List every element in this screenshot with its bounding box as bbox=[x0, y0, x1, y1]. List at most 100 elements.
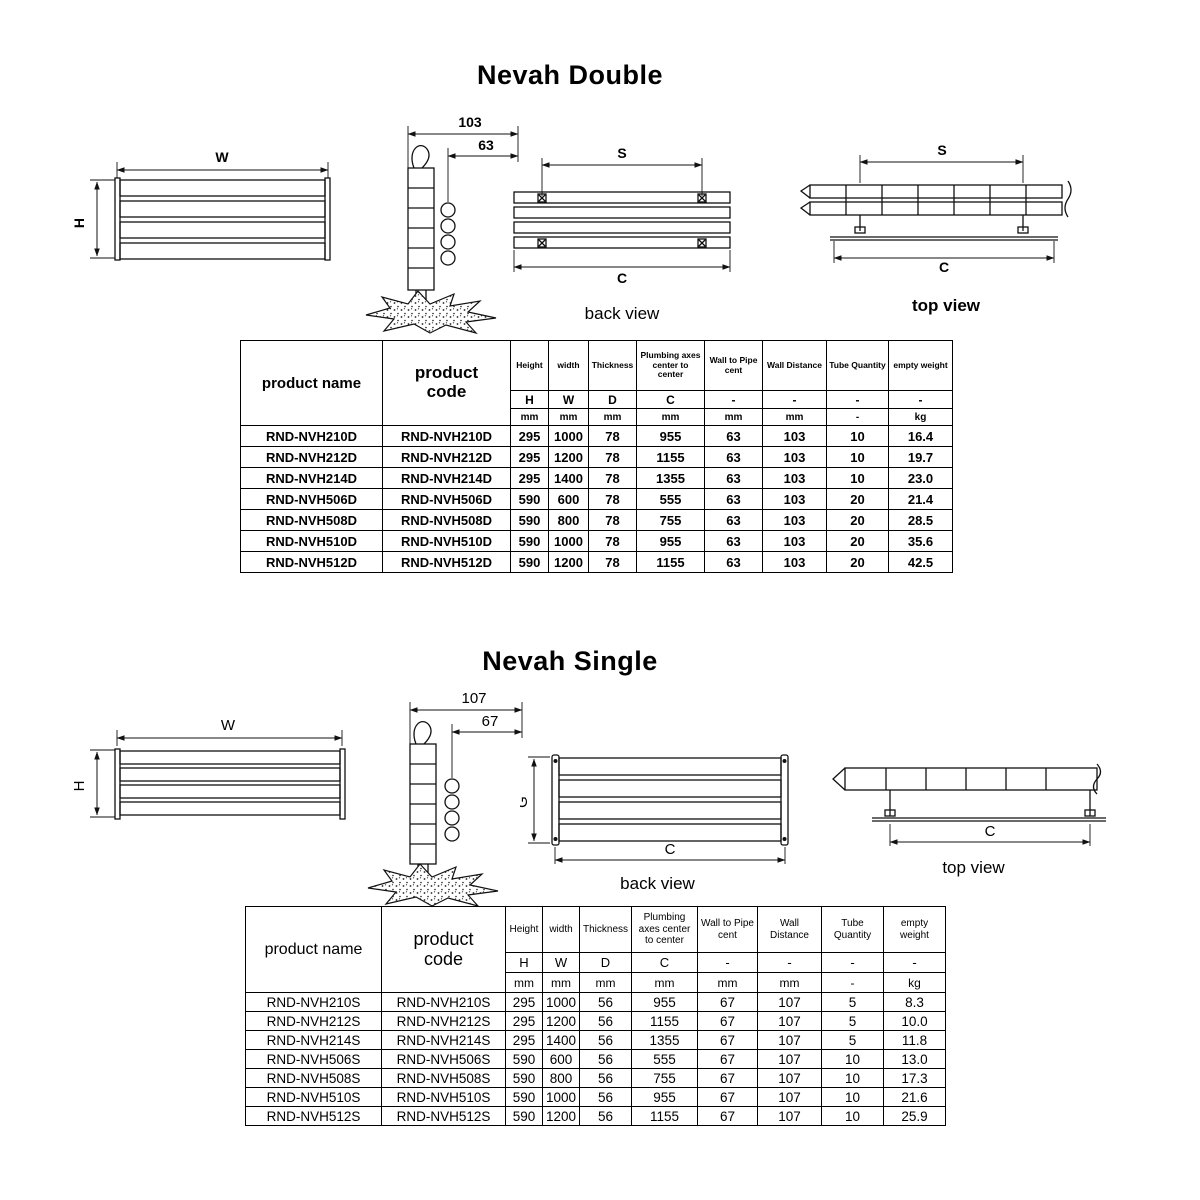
side-view-diagram-double: 103 63 bbox=[365, 114, 519, 335]
unit-cell: mm bbox=[762, 408, 827, 426]
table-cell: 28.5 bbox=[888, 509, 953, 531]
col-header-empty-weight: empty weight bbox=[888, 340, 953, 391]
s-dimension: S bbox=[541, 146, 703, 196]
table-cell: 20 bbox=[826, 488, 889, 510]
symbol-cell: H bbox=[510, 390, 549, 409]
symbol-cell: - bbox=[826, 390, 889, 409]
table-cell: 103 bbox=[762, 551, 827, 573]
w-dimension: W bbox=[116, 717, 343, 746]
symbol-cell: W bbox=[542, 952, 580, 973]
symbol-cell: W bbox=[548, 390, 589, 409]
table-cell: 103 bbox=[762, 425, 827, 447]
table-cell: 600 bbox=[542, 1049, 580, 1069]
front-view-diagram-single: W H bbox=[71, 717, 346, 820]
table-cell: 10.0 bbox=[883, 1011, 946, 1031]
table-cell: 56 bbox=[579, 1049, 632, 1069]
table-cell: RND-NVH212D bbox=[240, 446, 383, 468]
section-title-single: Nevah Single bbox=[482, 646, 658, 676]
table-cell: 67 bbox=[697, 992, 758, 1012]
table-cell: 11.8 bbox=[883, 1030, 946, 1050]
radiator-top-view bbox=[832, 763, 1102, 795]
top-view-caption-double: top view bbox=[911, 296, 980, 315]
c-label: C bbox=[617, 270, 627, 286]
table-cell: 295 bbox=[510, 425, 549, 447]
table-cell: 295 bbox=[505, 1011, 543, 1031]
col-header-plumbing: Plumbing axes center to center bbox=[631, 906, 698, 953]
s-dimension: S bbox=[859, 145, 1024, 183]
table-cell: 5 bbox=[821, 1030, 884, 1050]
wall-distance-label: 103 bbox=[458, 114, 482, 130]
table-cell: 107 bbox=[757, 1011, 822, 1031]
table-cell: 107 bbox=[757, 1087, 822, 1107]
table-cell: 955 bbox=[631, 992, 698, 1012]
table-cell: RND-NVH210S bbox=[381, 992, 506, 1012]
unit-row: mm mm mm mm mm mm - kg bbox=[241, 408, 953, 426]
back-view-caption-single: back view bbox=[620, 874, 695, 893]
table-cell: 1200 bbox=[542, 1106, 580, 1126]
table-cell: 19.7 bbox=[888, 446, 953, 468]
table-cell: 78 bbox=[588, 551, 637, 573]
table-cell: 590 bbox=[505, 1068, 543, 1088]
table-cell: 590 bbox=[505, 1087, 543, 1107]
table-cell: RND-NVH210S bbox=[245, 992, 382, 1012]
table-cell: RND-NVH212S bbox=[245, 1011, 382, 1031]
wall-distance-dimension: 103 bbox=[407, 114, 519, 168]
table-cell: 1155 bbox=[636, 446, 705, 468]
col-header-tube-quantity: Tube Quantity bbox=[821, 906, 884, 953]
symbol-cell: - bbox=[757, 952, 822, 973]
table-cell: 955 bbox=[636, 530, 705, 552]
unit-cell: mm bbox=[510, 408, 549, 426]
table-cell: 1400 bbox=[542, 1030, 580, 1050]
table-cell: 1155 bbox=[631, 1011, 698, 1031]
c-label: C bbox=[939, 259, 949, 273]
table-cell: 1155 bbox=[631, 1106, 698, 1126]
table-cell: RND-NVH214S bbox=[245, 1030, 382, 1050]
table-cell: 295 bbox=[510, 446, 549, 468]
unit-cell: mm bbox=[636, 408, 705, 426]
symbol-cell: D bbox=[579, 952, 632, 973]
table-cell: 1355 bbox=[636, 467, 705, 489]
table-cell: 56 bbox=[579, 1068, 632, 1088]
table-cell: 107 bbox=[757, 1068, 822, 1088]
table-cell: RND-NVH506D bbox=[382, 488, 511, 510]
unit-cell: mm bbox=[579, 972, 632, 993]
symbol-cell: - bbox=[762, 390, 827, 409]
table-cell: 5 bbox=[821, 1011, 884, 1031]
table-cell: 107 bbox=[757, 992, 822, 1012]
unit-cell: mm bbox=[757, 972, 822, 993]
table-cell: 107 bbox=[757, 1106, 822, 1126]
table-cell: 63 bbox=[704, 425, 763, 447]
c-label: C bbox=[985, 823, 996, 840]
back-view-caption-double: back view bbox=[584, 304, 660, 323]
table-cell: 1000 bbox=[542, 992, 580, 1012]
table-cell: 78 bbox=[588, 488, 637, 510]
wall-distance-dimension: 107 bbox=[409, 690, 523, 744]
table-cell: 800 bbox=[542, 1068, 580, 1088]
table-cell: 590 bbox=[505, 1106, 543, 1126]
wall-to-pipe-dimension: 63 bbox=[447, 137, 519, 202]
table-cell: 56 bbox=[579, 992, 632, 1012]
c-dimension: C bbox=[513, 250, 731, 286]
table-cell: 755 bbox=[631, 1068, 698, 1088]
unit-cell: mm bbox=[542, 972, 580, 993]
table-cell: 103 bbox=[762, 509, 827, 531]
table-cell: 56 bbox=[579, 1030, 632, 1050]
table-cell: RND-NVH508D bbox=[240, 509, 383, 531]
col-header-plumbing: Plumbing axes center to center bbox=[636, 340, 705, 391]
table-cell: 295 bbox=[505, 1030, 543, 1050]
w-label: W bbox=[221, 717, 236, 734]
table-cell: 20 bbox=[826, 530, 889, 552]
table-cell: 78 bbox=[588, 467, 637, 489]
table-cell: 590 bbox=[510, 509, 549, 531]
table-cell: 600 bbox=[548, 488, 589, 510]
radiator-back-view bbox=[551, 754, 789, 846]
symbol-cell: - bbox=[697, 952, 758, 973]
col-header-product-code: product code bbox=[382, 340, 511, 426]
col-header-height: Height bbox=[510, 340, 549, 391]
table-cell: 63 bbox=[704, 467, 763, 489]
